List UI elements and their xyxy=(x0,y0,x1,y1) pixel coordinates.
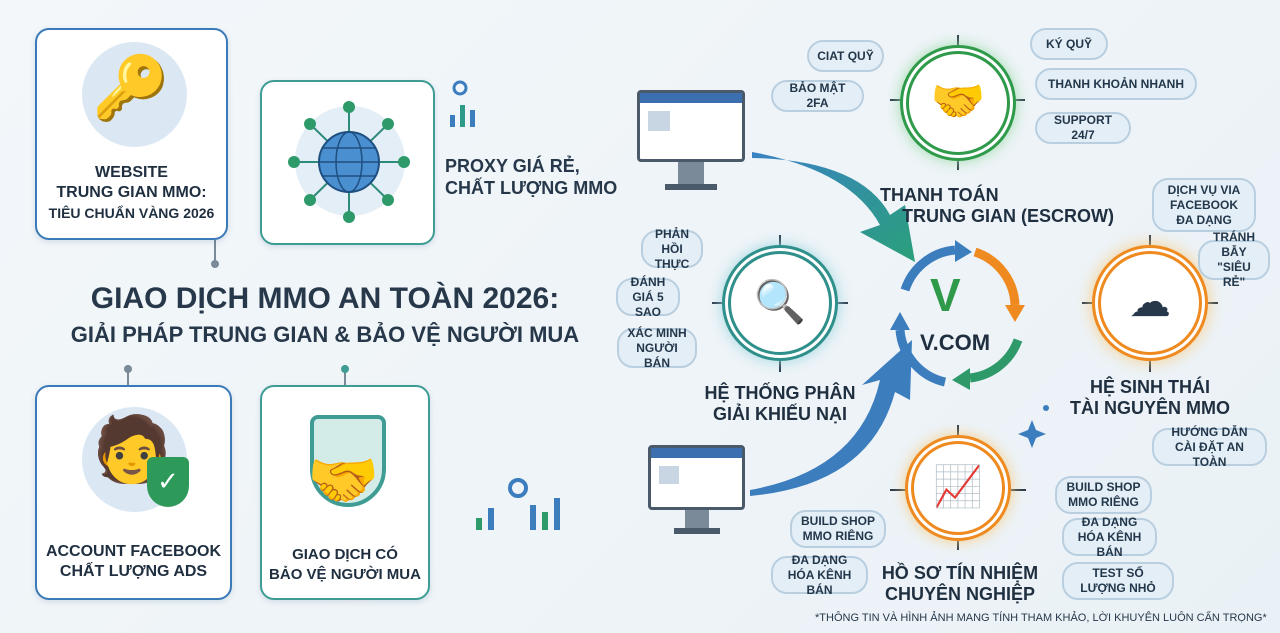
arrow-bottom xyxy=(750,340,912,496)
page-subtitle: GIẢI PHÁP TRUNG GIAN & BẢO VỆ NGƯỜI MUA xyxy=(70,322,580,347)
dispute-hub: 🔍 xyxy=(722,245,838,361)
pill-build-shop-right: BUILD SHOP MMO RIÊNG xyxy=(1055,476,1152,514)
card-label: TRUNG GIAN MMO: xyxy=(56,184,207,201)
ecosystem-hub: ☁ xyxy=(1092,245,1208,361)
card-label: WEBSITE xyxy=(95,164,168,181)
signal-bars-icon xyxy=(450,80,475,127)
pill-support: SUPPORT 24/7 xyxy=(1035,112,1131,144)
signal-bars-icon xyxy=(476,478,560,530)
pill-test: TEST SỐ LƯỢNG NHỎ xyxy=(1062,562,1174,600)
vcom-label: V.COM xyxy=(920,330,991,355)
pill-ciat-quy: CIAT QUỸ xyxy=(807,40,884,72)
card-proxy xyxy=(260,80,435,245)
monitor-icon xyxy=(648,445,745,510)
pill-bao-mat-2fa: BẢO MẬT 2FA xyxy=(771,80,864,112)
pill-dich-vu: DỊCH VỤ VIA FACEBOOK ĐA DẠNG xyxy=(1152,178,1256,232)
vcom-logo-icon: V xyxy=(930,269,961,321)
handshake-shield-icon xyxy=(310,415,386,507)
profile-hub: 📈 xyxy=(905,435,1011,541)
page-title: GIAO DỊCH MMO AN TOÀN 2026: xyxy=(90,282,560,315)
pill-build-shop-left: BUILD SHOP MMO RIÊNG xyxy=(790,510,886,548)
card-label: GIAO DỊCH CÓ xyxy=(292,546,398,563)
key-lock-icon: 🔑 xyxy=(92,54,170,123)
pill-tranh-bay: TRÁNH BẪY "SIÊU RẺ" xyxy=(1198,230,1270,289)
cycle-arrow-orange xyxy=(973,247,1020,306)
arrow-top xyxy=(752,152,915,262)
pill-da-dang-left: ĐA DẠNG HÓA KÊNH BÁN xyxy=(771,553,868,597)
pill-xac-minh: XÁC MINH NGƯỜI BÁN xyxy=(617,326,697,370)
sparkle-icon xyxy=(1018,420,1046,448)
cycle-arrow-green xyxy=(969,338,1023,383)
disclaimer: *THÔNG TIN VÀ HÌNH ẢNH MANG TÍNH THAM KH… xyxy=(815,612,1267,624)
card-label: ACCOUNT FACEBOOK xyxy=(45,543,222,560)
cycle-arrow-blue-top xyxy=(900,245,956,292)
pill-da-dang-right: ĐA DẠNG HÓA KÊNH BÁN xyxy=(1062,515,1157,559)
globe-network-icon xyxy=(288,101,410,223)
proxy-label: PROXY GIÁ RẺ,CHẤT LƯỢNG MMO xyxy=(445,156,618,198)
cycle-arrow-blue-left xyxy=(895,329,947,387)
monitor-icon xyxy=(637,90,745,162)
card-label: BẢO VỆ NGƯỜI MUA xyxy=(269,566,421,583)
pill-ky-quy: KÝ QUỸ xyxy=(1030,28,1108,60)
card-label: CHẤT LƯỢNG ADS xyxy=(59,563,208,580)
escrow-hub: 🤝 xyxy=(900,45,1016,161)
pill-thanh-khoan: THANH KHOẢN NHANH xyxy=(1035,68,1197,100)
pill-huong-dan: HƯỚNG DẪN CÀI ĐẶT AN TOÀN xyxy=(1152,425,1267,469)
pill-danh-gia: ĐÁNH GIÁ 5 SAO xyxy=(616,275,680,319)
card-label: TIÊU CHUẨN VÀNG 2026 xyxy=(48,205,215,221)
card-website-trung-gian: 🔑 WEBSITE TRUNG GIAN MMO: TIÊU CHUẨN VÀNG … xyxy=(35,28,228,240)
pill-phan-hoi: PHẢN HỒI THỰC xyxy=(641,227,703,271)
